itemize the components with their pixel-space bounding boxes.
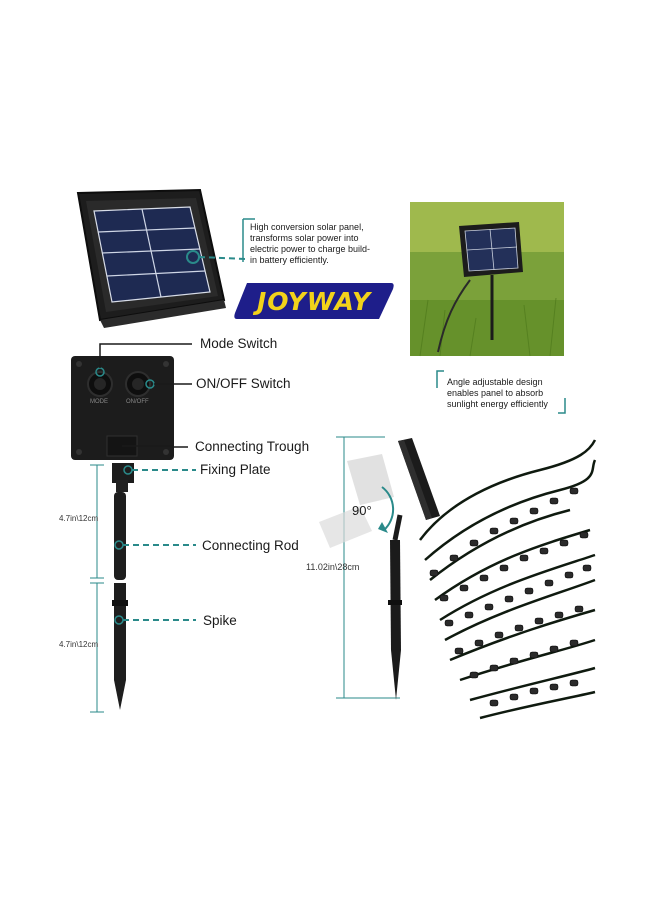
joyway-logo: JOYWAY [233, 279, 395, 323]
connecting-rod-label: Connecting Rod [202, 538, 299, 553]
angle-callout: Angle adjustable design enables panel to… [447, 377, 548, 409]
spike-length-label: 4.7in\12cm [59, 640, 99, 649]
total-height-label: 11.02in\28cm [306, 562, 360, 572]
angle-label: 90° [352, 503, 372, 518]
solar-panel-callout: High conversion solar panel, transforms … [250, 222, 371, 265]
rod-length-label: 4.7in\12cm [59, 514, 99, 523]
mode-switch-label: Mode Switch [200, 336, 278, 351]
spike-label: Spike [203, 613, 237, 628]
connecting-trough-label: Connecting Trough [195, 439, 310, 454]
mode-button-label: MODE [90, 399, 108, 405]
onoff-switch-label: ON/OFF Switch [196, 376, 291, 391]
fixing-plate-label: Fixing Plate [200, 462, 271, 477]
onoff-button-label: ON/OFF [126, 399, 149, 405]
